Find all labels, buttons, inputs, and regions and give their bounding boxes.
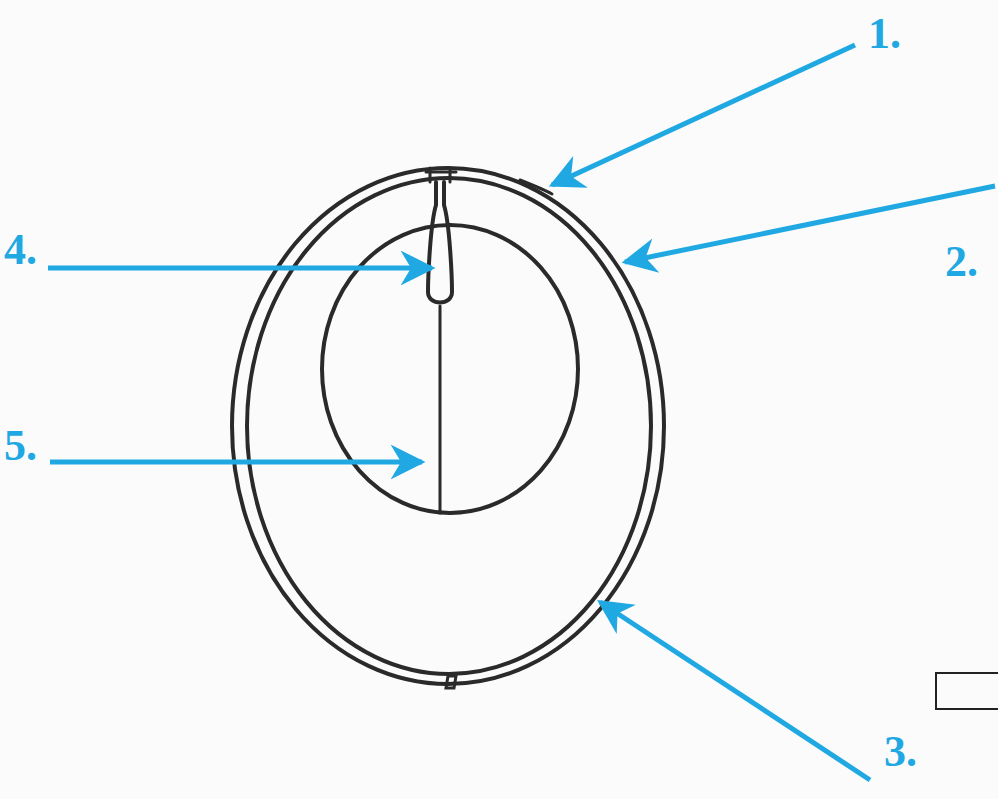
callout-number: 3. [884, 730, 917, 774]
callout-number: 5. [4, 424, 37, 468]
leader-arrow [600, 602, 870, 780]
hilum-mark [426, 168, 456, 182]
cotyledon-divide [439, 306, 442, 513]
leader-arrow [48, 266, 432, 271]
leader-arrow [50, 460, 422, 465]
callout-number: 2. [945, 240, 978, 284]
corner-frame [936, 673, 998, 709]
leader-arrow [625, 186, 995, 262]
seed-coat-outer [232, 168, 664, 684]
callout-number: 1. [868, 12, 901, 56]
leader-arrow [552, 45, 855, 185]
coat-fold [520, 180, 552, 194]
embryo-axis [428, 182, 452, 303]
seed-coat-inner [247, 178, 651, 674]
callout-number: 4. [4, 228, 37, 272]
chalaza-mark [446, 676, 456, 688]
